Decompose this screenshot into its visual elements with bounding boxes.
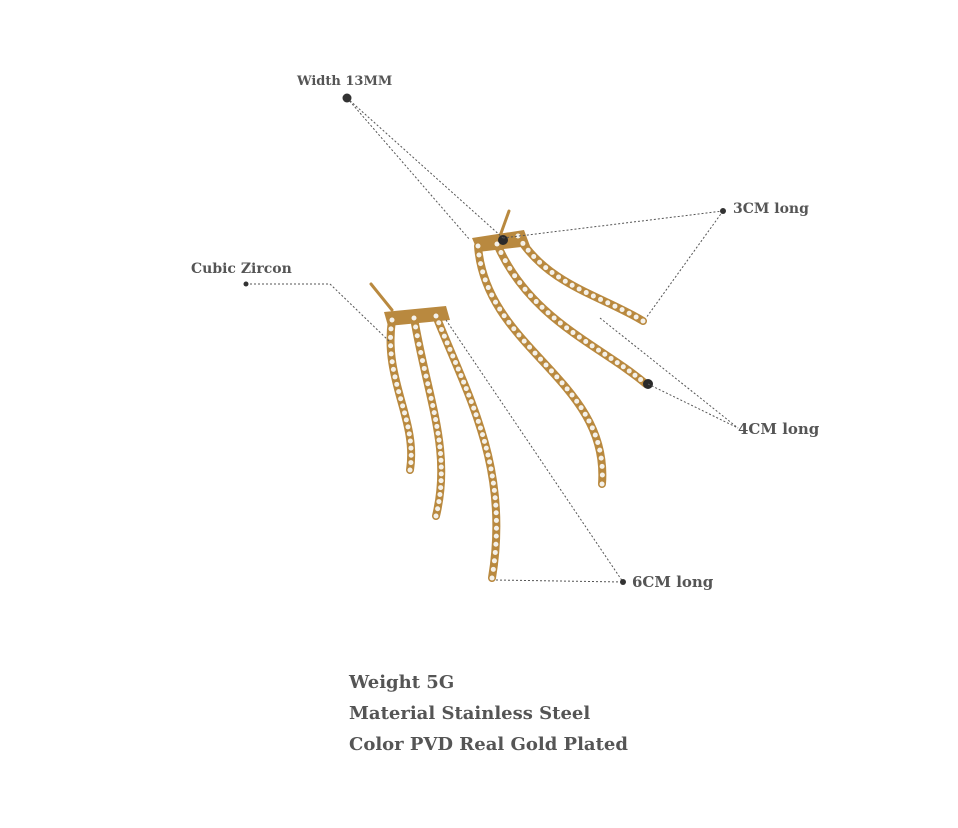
width-callout-label: Width 13MM bbox=[297, 74, 393, 89]
cubic-zircon-callout-dot bbox=[243, 281, 249, 287]
cubic-zircon-leader bbox=[246, 283, 391, 343]
left-earring-strand-long bbox=[432, 312, 501, 582]
left-earring-strand-mid bbox=[410, 314, 446, 520]
spec-color: Color PVD Real Gold Plated bbox=[349, 734, 628, 755]
width-leader-left bbox=[346, 97, 471, 241]
3cm-callout-dot bbox=[720, 208, 726, 214]
earring-pair bbox=[369, 209, 653, 582]
4cm-length-callout-label: 4CM long bbox=[738, 420, 820, 438]
width-callout-dot bbox=[342, 93, 352, 103]
width-leader-right bbox=[346, 97, 504, 239]
6cm-length-callout-label: 6CM long bbox=[632, 573, 714, 591]
spec-material: Material Stainless Steel bbox=[349, 703, 591, 724]
cubic-zircon-callout-label: Cubic Zircon bbox=[191, 261, 292, 277]
right-earring-strand-6cm bbox=[474, 242, 607, 488]
4cm-leader-upper bbox=[599, 317, 739, 429]
callout-leader-lines bbox=[243, 93, 739, 585]
3cm-leader-bottom bbox=[645, 210, 724, 319]
spec-weight: Weight 5G bbox=[349, 672, 455, 693]
right-earring-strand-4cm bbox=[493, 240, 650, 388]
6cm-leader-bottom bbox=[495, 579, 624, 583]
right-earring-top-marker bbox=[498, 235, 508, 245]
left-earring-post bbox=[369, 282, 394, 312]
6cm-leader-diagonal bbox=[445, 319, 624, 583]
3cm-leader-top bbox=[502, 210, 724, 239]
left-earring-strand-short bbox=[386, 316, 416, 474]
6cm-callout-dot bbox=[620, 579, 626, 585]
right-earring-strand-3cm bbox=[514, 232, 647, 325]
3cm-length-callout-label: 3CM long bbox=[733, 201, 809, 217]
4cm-leader-lower bbox=[647, 383, 739, 429]
right-earring-post bbox=[498, 209, 511, 238]
product-spec-list: Weight 5G Material Stainless Steel Color… bbox=[349, 667, 628, 760]
